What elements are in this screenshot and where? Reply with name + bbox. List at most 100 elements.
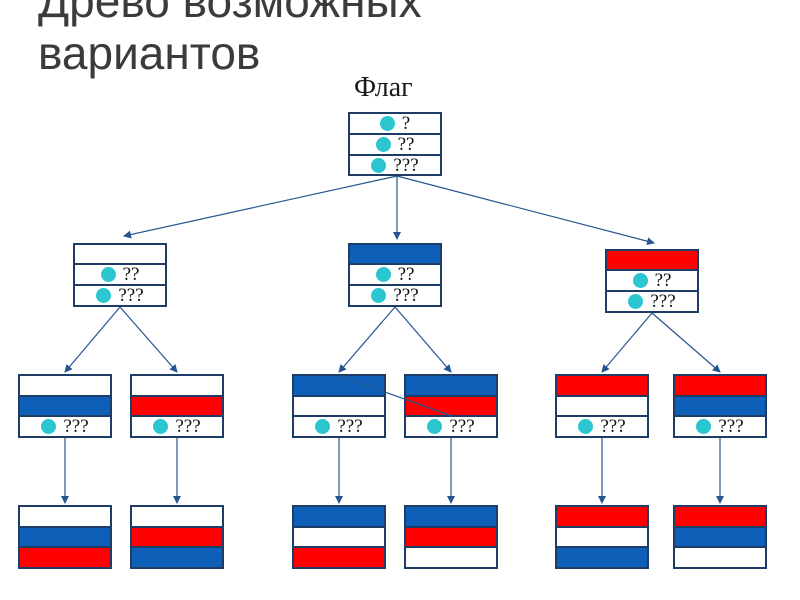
stripe-red bbox=[132, 527, 222, 549]
bullet-dot-icon bbox=[375, 267, 391, 282]
question-marks: ??? bbox=[393, 285, 419, 306]
bullet-dot-icon bbox=[578, 419, 594, 434]
question-marks: ??? bbox=[337, 416, 363, 437]
stripe-blue bbox=[675, 527, 765, 549]
question-marks: ??? bbox=[449, 416, 475, 437]
stripe-white bbox=[20, 507, 110, 528]
level2-row: ??? bbox=[557, 417, 647, 436]
level2-flag-6: ??? bbox=[673, 374, 767, 438]
stripe-white bbox=[406, 548, 496, 568]
stripe-blue bbox=[406, 507, 496, 528]
slide-title-line-1: Древо возможных bbox=[38, 0, 422, 27]
question-marks: ??? bbox=[63, 416, 89, 437]
level3-flag-2 bbox=[130, 505, 224, 569]
level1-flag-1: ????? bbox=[73, 243, 167, 307]
level2-flag-3: ??? bbox=[292, 374, 386, 438]
root-row-1: ? bbox=[350, 114, 440, 135]
bullet-dot-icon bbox=[427, 419, 443, 434]
stripe-white bbox=[557, 396, 647, 417]
question-marks: ?? bbox=[122, 264, 140, 285]
level2-flag-1: ??? bbox=[18, 374, 112, 438]
level1-row: ??? bbox=[350, 286, 440, 305]
bullet-dot-icon bbox=[100, 267, 116, 282]
connector-arrow bbox=[394, 306, 452, 373]
bullet-dot-icon bbox=[96, 288, 112, 303]
stripe-blue bbox=[20, 527, 110, 549]
bullet-dot-icon bbox=[153, 419, 169, 434]
stripe-white bbox=[132, 376, 222, 397]
stripe-red bbox=[557, 507, 647, 528]
level3-flag-3 bbox=[292, 505, 386, 569]
bullet-dot-icon bbox=[375, 137, 391, 152]
question-marks: ?? bbox=[397, 264, 415, 285]
stripe-white bbox=[557, 527, 647, 549]
level2-row: ??? bbox=[132, 417, 222, 436]
question-marks: ??? bbox=[718, 416, 744, 437]
question-marks: ?? bbox=[397, 134, 415, 155]
connector-arrow bbox=[119, 306, 178, 373]
level2-flag-4: ??? bbox=[404, 374, 498, 438]
connector-arrow bbox=[64, 306, 121, 373]
connector-arrow bbox=[123, 175, 398, 239]
stripe-white bbox=[132, 507, 222, 528]
bullet-dot-icon bbox=[628, 294, 644, 309]
level1-row: ?? bbox=[607, 271, 697, 292]
root-row-2: ?? bbox=[350, 135, 440, 156]
stripe-white bbox=[294, 396, 384, 417]
level1-flag-3: ????? bbox=[605, 249, 699, 313]
level3-flag-5 bbox=[555, 505, 649, 569]
root-row-3: ??? bbox=[350, 156, 440, 175]
stripe-red bbox=[557, 376, 647, 397]
question-marks: ??? bbox=[175, 416, 201, 437]
level2-row: ??? bbox=[294, 417, 384, 436]
level1-row: ?? bbox=[350, 265, 440, 286]
stripe-blue bbox=[675, 396, 765, 417]
level1-row: ?? bbox=[75, 265, 165, 286]
question-marks: ??? bbox=[650, 291, 676, 312]
stripe-blue bbox=[132, 548, 222, 568]
stripe-red bbox=[294, 548, 384, 568]
level1-flag-2: ????? bbox=[348, 243, 442, 307]
question-marks: ??? bbox=[118, 285, 144, 306]
stripe-blue bbox=[406, 376, 496, 397]
level3-flag-1 bbox=[18, 505, 112, 569]
bullet-dot-icon bbox=[371, 158, 387, 173]
stripe-blue bbox=[557, 548, 647, 568]
level2-row: ??? bbox=[20, 417, 110, 436]
stripe-blue bbox=[294, 376, 384, 397]
level2-flag-2: ??? bbox=[130, 374, 224, 438]
root-label: Флаг bbox=[354, 72, 413, 103]
connector-arrow bbox=[338, 306, 396, 373]
connector-arrow bbox=[396, 175, 655, 246]
stripe-red bbox=[406, 396, 496, 417]
stripe-white bbox=[675, 548, 765, 568]
stripe-white bbox=[20, 376, 110, 397]
stripe-blue bbox=[294, 507, 384, 528]
level2-row: ??? bbox=[406, 417, 496, 436]
level3-flag-4 bbox=[404, 505, 498, 569]
stripe-red bbox=[675, 507, 765, 528]
bullet-dot-icon bbox=[632, 273, 648, 288]
stripe-white bbox=[75, 245, 165, 265]
bullet-dot-icon bbox=[371, 288, 387, 303]
bullet-dot-icon bbox=[696, 419, 712, 434]
stripe-red bbox=[675, 376, 765, 397]
level2-flag-5: ??? bbox=[555, 374, 649, 438]
stripe-red bbox=[132, 396, 222, 417]
stripe-white bbox=[294, 527, 384, 549]
question-marks: ??? bbox=[393, 155, 419, 176]
stripe-blue bbox=[20, 396, 110, 417]
stripe-red bbox=[20, 548, 110, 568]
bullet-dot-icon bbox=[379, 116, 395, 131]
stripe-red bbox=[607, 251, 697, 271]
question-marks: ?? bbox=[654, 270, 672, 291]
slide-title-line-2: вариантов bbox=[38, 27, 261, 79]
bullet-dot-icon bbox=[315, 419, 331, 434]
connector-arrow bbox=[651, 312, 721, 373]
level3-flag-6 bbox=[673, 505, 767, 569]
connector-arrow bbox=[601, 312, 653, 373]
level1-row: ??? bbox=[75, 286, 165, 305]
stripe-blue bbox=[350, 245, 440, 265]
question-marks: ? bbox=[401, 113, 411, 134]
